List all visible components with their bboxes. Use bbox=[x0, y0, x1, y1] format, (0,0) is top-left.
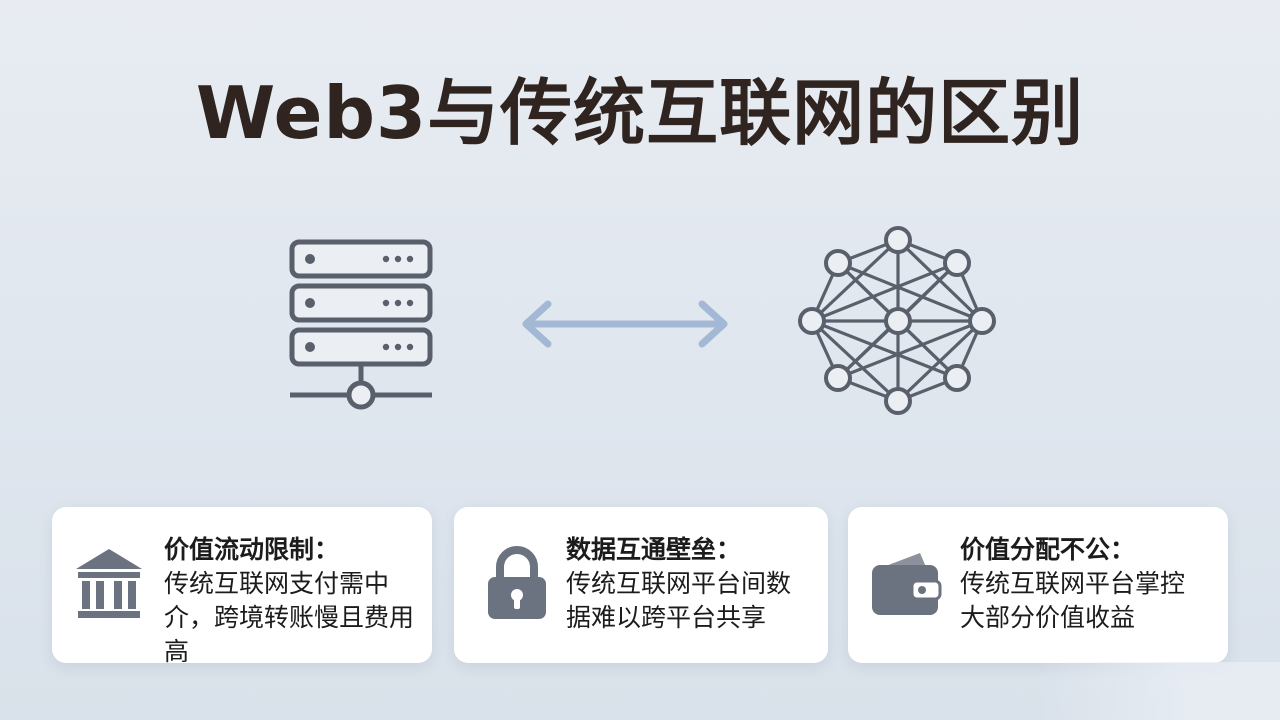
info-card-value-distribution: 价值分配不公： 传统互联网平台掌控 大部分价值收益 bbox=[848, 507, 1228, 663]
card-heading: 价值分配不公： bbox=[960, 535, 1136, 564]
wallet-icon bbox=[868, 543, 942, 623]
corner-fade bbox=[1040, 662, 1280, 720]
bidirectional-arrow-icon bbox=[512, 294, 738, 354]
server-icon bbox=[278, 228, 448, 418]
card-body: 传统互联网支付需中 介，跨境转账慢且费用高 bbox=[164, 569, 415, 666]
decentralized-network-icon bbox=[786, 220, 1006, 420]
lock-icon bbox=[480, 543, 554, 623]
info-card-value-flow: 价值流动限制： 传统互联网支付需中 介，跨境转账慢且费用高 bbox=[52, 507, 432, 666]
card-heading: 价值流动限制： bbox=[164, 535, 340, 564]
page-title: Web3与传统互联网的区别 bbox=[195, 71, 1085, 155]
info-card-data-barrier: 数据互通壁垒： 传统互联网平台间数 据难以跨平台共享 bbox=[454, 507, 828, 663]
bank-icon bbox=[72, 543, 146, 623]
card-heading: 数据互通壁垒： bbox=[566, 535, 742, 564]
card-body: 传统互联网平台掌控 大部分价值收益 bbox=[960, 569, 1186, 632]
card-body: 传统互联网平台间数 据难以跨平台共享 bbox=[566, 569, 792, 632]
